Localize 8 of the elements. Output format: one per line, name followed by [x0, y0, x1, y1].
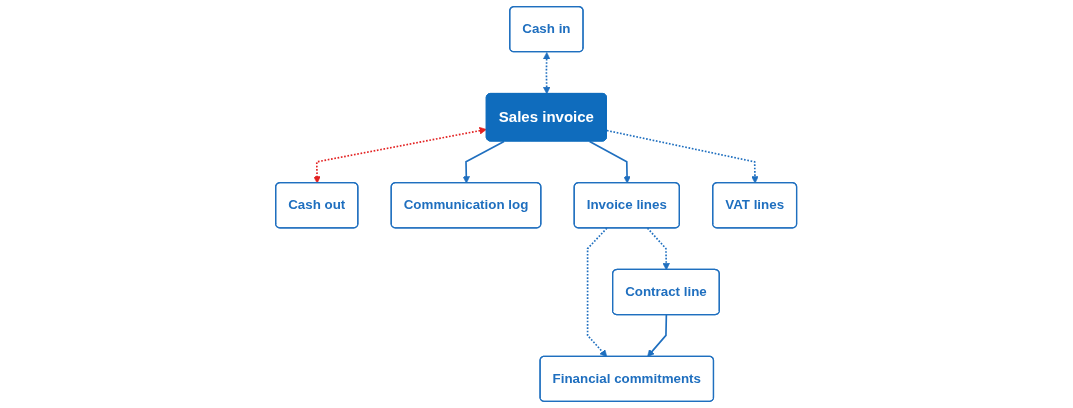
- arrow: [587, 227, 609, 357]
- arrow: [647, 314, 668, 357]
- arrow: [647, 227, 671, 271]
- arrow: [313, 127, 488, 184]
- arrow: [543, 52, 551, 95]
- arrow: [589, 140, 632, 184]
- arrow: [606, 129, 759, 184]
- arrow: [463, 140, 506, 184]
